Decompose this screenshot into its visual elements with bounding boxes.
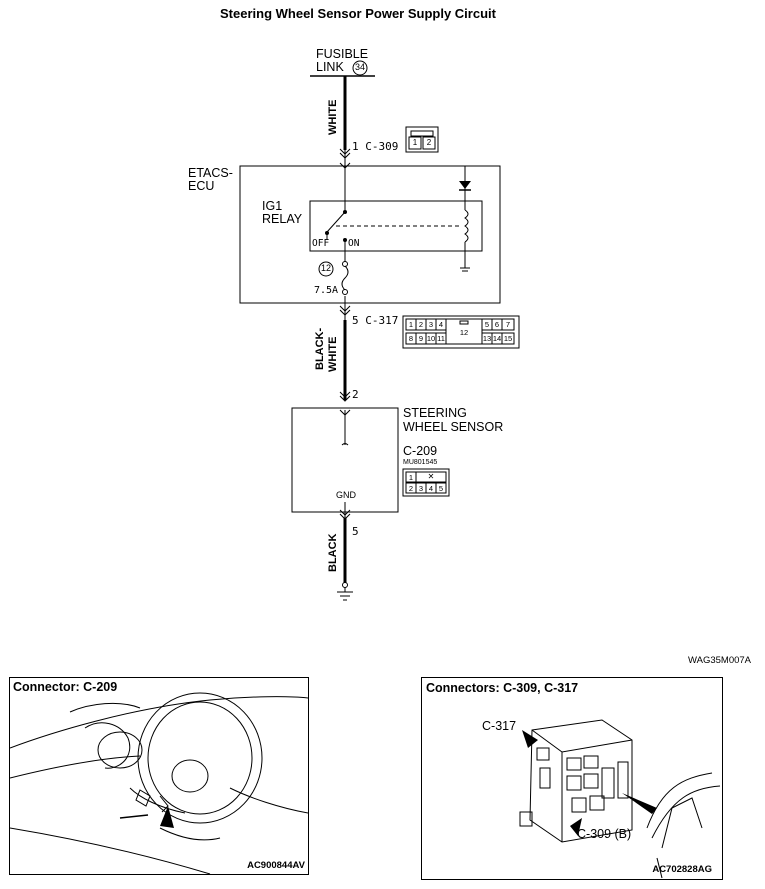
sensor-gnd-label: GND [336, 490, 356, 500]
c209-part-number: MU801545 [403, 459, 438, 466]
c209-cell: 5 [438, 484, 444, 493]
c317-cell: 15 [503, 334, 513, 343]
pin-label-sensor-in: 2 [352, 388, 359, 401]
etacs-label-line1: ETACS- [188, 166, 233, 180]
c317-callout-label: C-317 [482, 719, 517, 733]
panel-c309-c317-title: Connectors: C-309, C-317 [426, 681, 579, 695]
wire-label-black-white-2: WHITE [327, 336, 339, 372]
relay-off-label: OFF [312, 238, 330, 249]
c317-cell: 14 [492, 334, 502, 343]
c209-cell: ✕ [427, 472, 435, 481]
dashboard-illustration [10, 692, 308, 874]
c209-cell: 4 [428, 484, 434, 493]
c309-cell-2: 2 [426, 138, 432, 147]
pin-label-sensor-out: 5 [352, 525, 359, 538]
relay-switch-arm [326, 211, 346, 233]
c317-cell: 7 [505, 320, 511, 329]
c317-cell: 3 [428, 320, 434, 329]
ig1-relay-box [309, 200, 483, 252]
c309-cell-1: 1 [412, 138, 418, 147]
relay-on-label: ON [348, 238, 360, 249]
pin-label-c317: 5 C-317 [352, 314, 399, 327]
fuse-number: 12 [320, 263, 331, 273]
fusible-link-number: 34 [354, 62, 365, 72]
c209-arrow [160, 806, 174, 828]
panel-c209-code: AC900844AV [247, 860, 305, 871]
c309-callout-label: C-309 (B) [577, 827, 632, 841]
fusible-link-label-line1: FUSIBLE [316, 47, 369, 61]
c317-cell: 4 [438, 320, 444, 329]
junction-block-illustration [519, 719, 721, 879]
c317-cell: 13 [482, 334, 492, 343]
panel-c209-title: Connector: C-209 [13, 680, 118, 694]
c317-cell: 6 [494, 320, 500, 329]
sensor-label-line1: STEERING [403, 406, 467, 420]
relay-coil [464, 209, 469, 243]
c317-cell: 5 [484, 320, 490, 329]
fusible-link-label-line2: LINK [316, 60, 344, 74]
c317-cell: 11 [437, 334, 445, 343]
c317-cell: 10 [426, 334, 436, 343]
c209-label: C-209 [403, 444, 438, 458]
diagram-title: Steering Wheel Sensor Power Supply Circu… [220, 6, 496, 21]
sensor-label-line2: WHEEL SENSOR [403, 420, 504, 434]
etacs-ecu-box [239, 165, 501, 304]
diode-symbol [459, 181, 471, 189]
fuse-rating: 7.5A [314, 285, 339, 296]
c309-arrow [570, 818, 582, 836]
c309-connector-outline [405, 126, 439, 153]
relay-label-line2: RELAY [262, 212, 303, 226]
c317-cell: 8 [408, 334, 414, 343]
c209-connector-outline [402, 468, 450, 497]
wire-label-black: BLACK [327, 533, 339, 573]
c209-cell: 1 [408, 473, 414, 482]
pin-label-c309: 1 C-309 [352, 140, 399, 153]
relay-label-line1: IG1 [262, 199, 283, 213]
fuse-symbol [341, 265, 349, 291]
c317-arrow [522, 730, 538, 748]
c317-cell: 12 [459, 328, 469, 337]
wire-label-black-white-1: BLACK- [314, 327, 326, 370]
c317-cell: 1 [408, 320, 414, 329]
connector-c209-panel: Connector: C-209 AC900844AV [9, 677, 309, 875]
etacs-label-line2: ECU [188, 179, 215, 193]
diagram-code: WAG35M007A [688, 655, 752, 666]
c317-connector-outline [402, 315, 520, 349]
c317-cell: 2 [418, 320, 424, 329]
connectors-c309-c317-panel: Connectors: C-309, C-317 C-317 C-309 (B [421, 677, 723, 880]
location-pointer [622, 793, 657, 814]
c209-cell: 3 [418, 484, 424, 493]
connector-chevrons [339, 148, 351, 520]
wire-label-white: WHITE [327, 99, 339, 135]
steering-sensor-box [291, 407, 399, 513]
panel-c309-c317-code: AC702828AG [652, 864, 712, 875]
c209-cell: 2 [408, 484, 414, 493]
c317-cell: 9 [418, 334, 424, 343]
